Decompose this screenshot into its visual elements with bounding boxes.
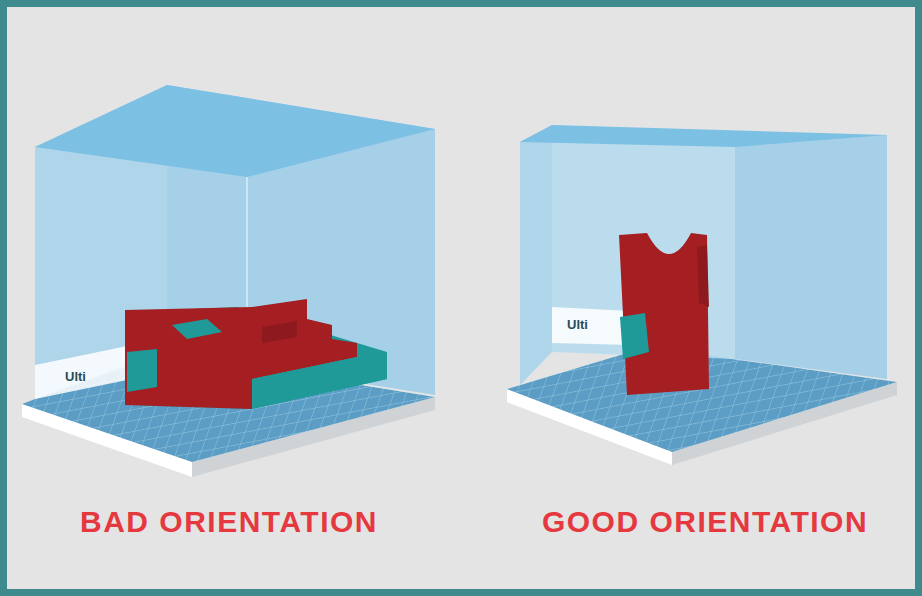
caption-text: BAD ORIENTATION [80, 505, 378, 539]
illustration [7, 7, 915, 589]
logo-text: Ulti [65, 369, 86, 384]
background-panel: UltiBAD ORIENTATION UltiGOOD ORIENTATION [7, 7, 915, 589]
good-build-volume [507, 125, 897, 465]
logo-text: Ulti [567, 317, 588, 332]
bad-build-volume [22, 85, 435, 477]
caption-text: GOOD ORIENTATION [542, 505, 868, 539]
